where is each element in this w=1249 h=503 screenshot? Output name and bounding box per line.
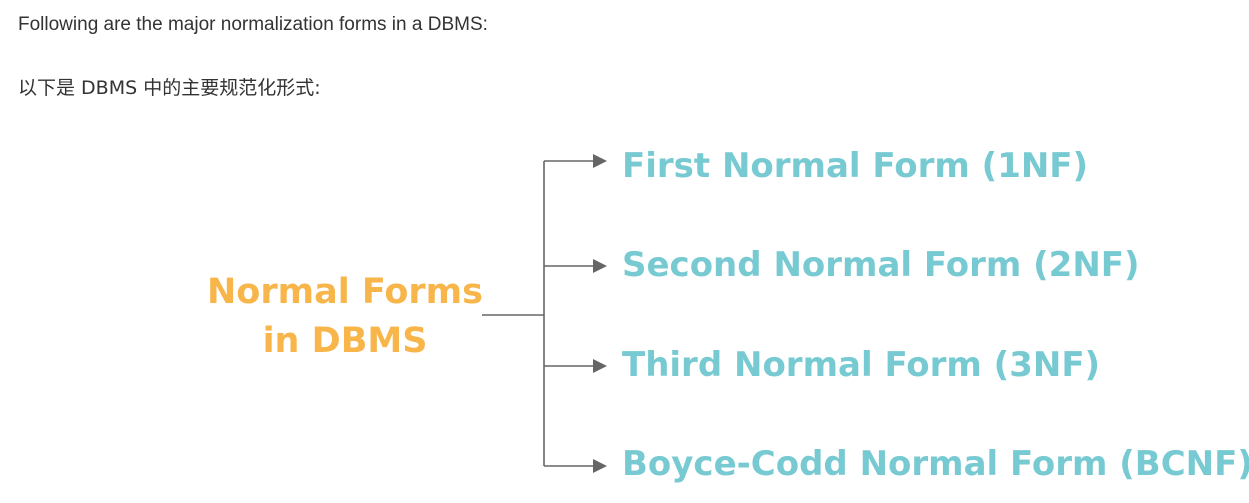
- form-label-1nf: First Normal Form (1NF): [622, 146, 1089, 186]
- root-label-line-1: Normal Forms: [207, 272, 483, 312]
- diagram-root-node: Normal Forms in DBMS: [204, 268, 486, 366]
- connector-lines: [482, 160, 596, 467]
- form-label-2nf: Second Normal Form (2NF): [622, 245, 1140, 285]
- root-label-line-2: in DBMS: [262, 321, 428, 361]
- arrowhead-4: [593, 459, 607, 473]
- arrowheads: [593, 154, 607, 473]
- intro-english-text: Following are the major normalization fo…: [18, 14, 488, 35]
- form-label-bcnf: Boyce-Codd Normal Form (BCNF): [622, 444, 1249, 484]
- form-label-3nf: Third Normal Form (3NF): [622, 345, 1101, 385]
- arrowhead-3: [593, 359, 607, 373]
- arrowhead-2: [593, 259, 607, 273]
- arrowhead-1: [593, 154, 607, 168]
- intro-chinese-text: 以下是 DBMS 中的主要规范化形式:: [18, 77, 321, 99]
